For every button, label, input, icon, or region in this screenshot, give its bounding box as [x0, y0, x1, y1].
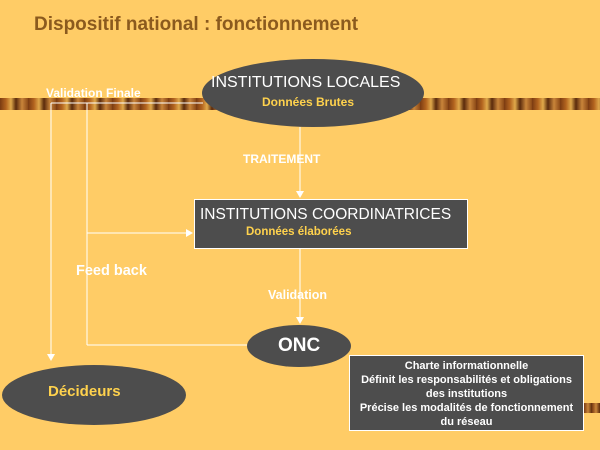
institutions-coordinatrices-label: INSTITUTIONS COORDINATRICES — [200, 206, 452, 223]
donnees-brutes-label: Données Brutes — [262, 95, 355, 109]
charte-line: des institutions — [425, 388, 508, 400]
charte-line: du réseau — [440, 416, 493, 428]
institutions-coordinatrices-node — [194, 199, 468, 249]
institutions-locales-node — [202, 59, 424, 127]
decideurs-label: Décideurs — [48, 383, 121, 400]
charte-line: Précise les modalités de fonctionnement — [359, 402, 574, 414]
traitement-label: TRAITEMENT — [243, 152, 321, 166]
onc-label: ONC — [278, 335, 321, 356]
page-title: Dispositif national : fonctionnement — [34, 14, 359, 35]
decorative-band-right — [584, 403, 600, 413]
institutions-locales-label: INSTITUTIONS LOCALES — [211, 74, 401, 91]
donnees-elaborees-label: Données élaborées — [246, 226, 352, 238]
charte-box: Charte informationnelle Définit les resp… — [349, 355, 584, 431]
decideurs-node — [2, 365, 186, 425]
validation-label: Validation — [268, 288, 328, 302]
charte-line: Définit les responsabilités et obligatio… — [361, 374, 572, 386]
feed-back-label: Feed back — [76, 263, 147, 279]
charte-line: Charte informationnelle — [404, 360, 529, 372]
validation-finale-label: Validation Finale — [46, 86, 141, 100]
onc-node — [247, 325, 351, 367]
